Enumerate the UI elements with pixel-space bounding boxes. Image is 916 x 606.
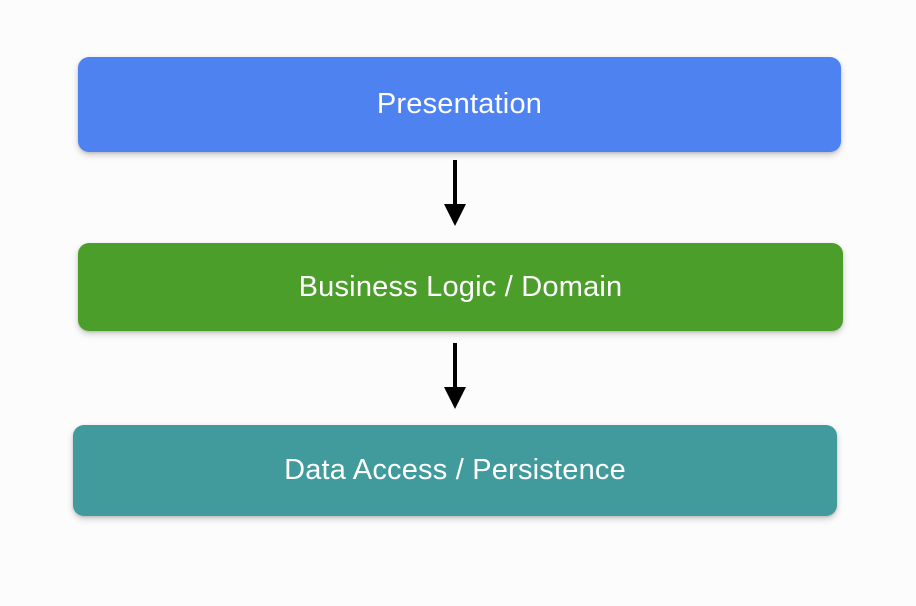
layer-box-business-logic[interactable]: Business Logic / Domain: [78, 243, 843, 331]
layer-label-presentation: Presentation: [376, 88, 543, 120]
arrow-presentation-to-business-icon: [425, 160, 485, 226]
arrow-down-icon: [444, 160, 466, 226]
layer-label-data-access: Data Access / Persistence: [284, 454, 626, 486]
arrow-down-icon: [444, 343, 466, 409]
layer-label-business-logic: Business Logic / Domain: [298, 270, 623, 303]
arrow-business-to-data-icon: [425, 343, 485, 409]
layer-box-presentation[interactable]: Presentation: [78, 57, 841, 152]
layer-box-data-access[interactable]: Data Access / Persistence: [73, 425, 837, 516]
